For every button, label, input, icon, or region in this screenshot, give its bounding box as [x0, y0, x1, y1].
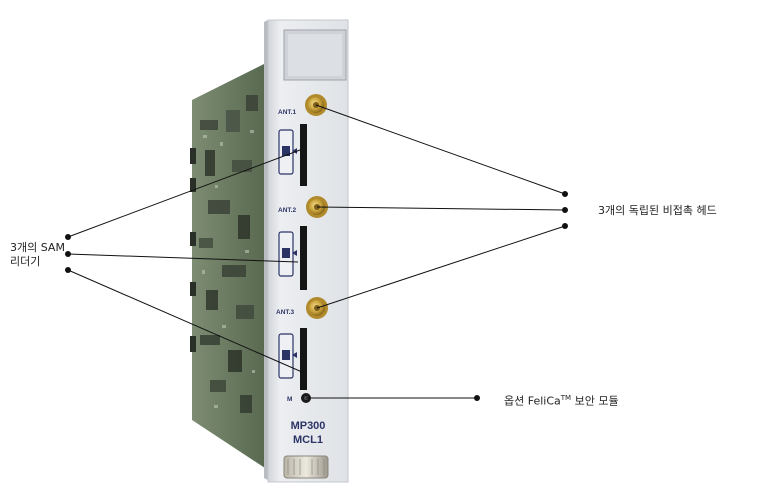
- antenna-label-2: ANT.2: [278, 207, 296, 214]
- sam-slot-1: [278, 124, 307, 186]
- top-handle: [283, 29, 347, 81]
- sam-readers-line2: 리더기: [10, 255, 41, 268]
- leader-antenna-1: [315, 104, 566, 195]
- leader-lines: [67, 104, 566, 399]
- sam-card-icon-1: [278, 129, 297, 175]
- felica-callout-prefix: 옵션 FeliCa: [504, 394, 561, 408]
- leader-sam-1: [67, 149, 301, 238]
- antenna-heads-callout: 3개의 독립된 비접촉 헤드: [598, 204, 717, 217]
- felica-callout-suffix: 보안 모듈: [571, 394, 619, 408]
- leader-antenna-2: [316, 206, 566, 211]
- model-label-line1: MP300: [291, 420, 326, 432]
- felica-callout-tm: TM: [560, 394, 572, 402]
- felica-module-callout: 옵션 FeliCaTM 보안 모듈: [504, 391, 619, 409]
- pcb-board: [190, 62, 268, 470]
- sam-slot-2: [278, 226, 307, 290]
- indicator-label: M: [287, 396, 292, 403]
- antenna-label-3: ANT.3: [276, 309, 294, 316]
- sam-readers-line1: 3개의 SAM: [10, 241, 65, 254]
- thumbscrew-knob: [283, 455, 329, 479]
- antenna-label-1: ANT.1: [278, 109, 296, 116]
- leader-antenna-3: [316, 225, 566, 309]
- leader-sam-2: [67, 253, 299, 263]
- leader-sam-3: [67, 269, 303, 373]
- sam-readers-callout: 3개의 SAM 리더기: [10, 241, 65, 269]
- leader-dots: [65, 191, 568, 401]
- sam-card-icon-2: [278, 231, 297, 277]
- model-label-line2: MCL1: [293, 434, 323, 446]
